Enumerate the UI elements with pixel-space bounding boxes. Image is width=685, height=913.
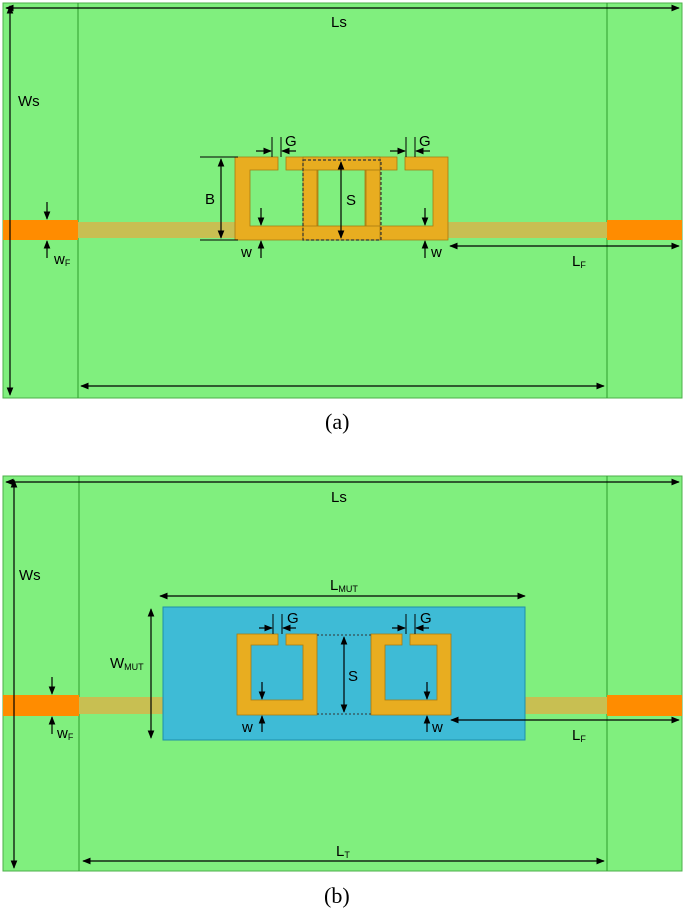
w-label-right-a: w bbox=[430, 244, 442, 261]
wf-label-a: wF bbox=[53, 251, 71, 268]
resonator-right-b bbox=[370, 633, 452, 716]
wf-label-b: wF bbox=[56, 725, 74, 742]
ls-label-b: Ls bbox=[331, 489, 347, 506]
lt-label-b: LT bbox=[336, 843, 350, 860]
microstrip-left-a bbox=[78, 222, 238, 238]
ls-label-a: Ls bbox=[331, 14, 347, 31]
caption-b: (b) bbox=[324, 883, 350, 908]
g-label-right-b: G bbox=[420, 610, 432, 627]
b-label-a: B bbox=[205, 191, 215, 208]
panel-a: Ls Ws B S G G w w wF bbox=[2, 2, 683, 434]
microstrip-left-b bbox=[79, 697, 163, 714]
w-label-right-b: w bbox=[431, 719, 443, 736]
feed-port-left-a bbox=[3, 220, 78, 240]
coupling-region-a bbox=[302, 159, 382, 241]
feed-port-right-a bbox=[607, 220, 682, 240]
wmut-label-b: WMUT bbox=[110, 655, 144, 672]
g-label-left-b: G bbox=[287, 610, 299, 627]
ws-label-b: Ws bbox=[19, 567, 41, 584]
caption-a: (a) bbox=[325, 409, 349, 434]
substrate-a bbox=[2, 2, 683, 399]
ws-label-a: Ws bbox=[18, 93, 40, 110]
s-label-b: S bbox=[348, 668, 358, 685]
s-label-a: S bbox=[346, 192, 356, 209]
g-label-right-a: G bbox=[419, 133, 431, 150]
feed-port-left-b bbox=[3, 695, 79, 716]
lmut-label-b: LMUT bbox=[330, 577, 358, 594]
resonator-left-b bbox=[236, 633, 318, 716]
lf-label-a: LF bbox=[572, 253, 586, 270]
microstrip-right-a bbox=[446, 222, 607, 238]
lf-label-b: LF bbox=[572, 727, 586, 744]
w-label-left-a: w bbox=[240, 244, 252, 261]
microstrip-right-b bbox=[525, 697, 607, 714]
panel-b: Ls Ws LMUT WMUT S G G w w wF bbox=[2, 475, 683, 908]
w-label-left-b: w bbox=[241, 719, 253, 736]
g-label-left-a: G bbox=[285, 133, 297, 150]
feed-port-right-b bbox=[607, 695, 682, 716]
